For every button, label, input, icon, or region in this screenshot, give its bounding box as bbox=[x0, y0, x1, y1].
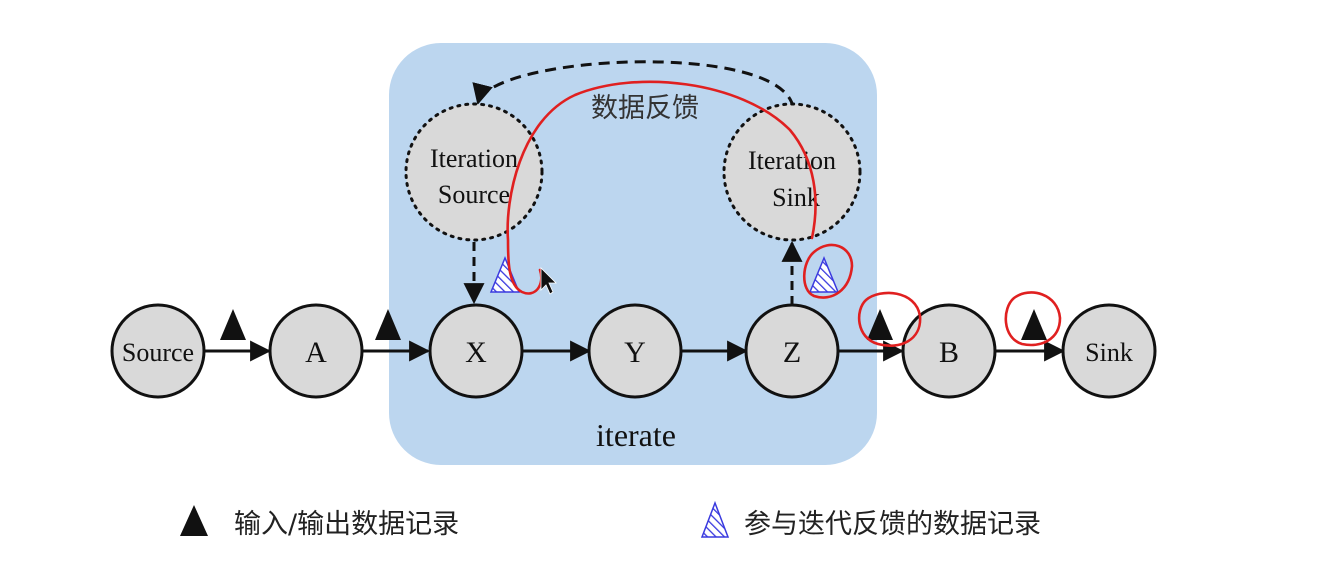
node-b bbox=[901, 303, 997, 399]
legend-feedback-record-label: 参与迭代反馈的数据记录 bbox=[744, 509, 1041, 540]
node-a bbox=[268, 303, 364, 399]
node-a-label: A bbox=[305, 336, 327, 369]
node-z-label: Z bbox=[783, 336, 801, 369]
hatched-triangle-icon bbox=[808, 256, 840, 293]
node-y-label: Y bbox=[624, 336, 646, 369]
feedback-label: 数据反馈 bbox=[591, 93, 699, 124]
cursor-icon bbox=[540, 267, 557, 295]
node-x-label: X bbox=[465, 336, 487, 369]
node-source-label: Source bbox=[122, 338, 194, 367]
record-triangle-icon bbox=[375, 309, 401, 340]
node-source bbox=[110, 303, 206, 399]
red-circle-annotation bbox=[857, 291, 922, 347]
iteration-sink-label-2: Sink bbox=[772, 183, 820, 212]
node-z bbox=[744, 303, 840, 399]
record-triangle-icon bbox=[867, 309, 893, 340]
feedback-arc bbox=[472, 60, 795, 108]
iteration-sink-node bbox=[722, 102, 862, 242]
iteration-source-label-2: Source bbox=[438, 180, 510, 209]
legend-record-triangle-icon bbox=[180, 505, 208, 536]
node-sink bbox=[1061, 303, 1157, 399]
iteration-source-label-1: Iteration bbox=[430, 144, 518, 173]
node-sink-label: Sink bbox=[1085, 338, 1133, 367]
node-b-label: B bbox=[939, 336, 959, 369]
legend-hatched-triangle-icon bbox=[700, 500, 730, 538]
hatched-triangle-icon bbox=[489, 256, 521, 293]
red-circle-annotation bbox=[1004, 291, 1062, 347]
record-triangle-icon bbox=[220, 309, 246, 340]
red-feedback-annotation bbox=[506, 80, 817, 295]
node-x bbox=[428, 303, 524, 399]
record-triangle-icon bbox=[1021, 309, 1047, 340]
node-y bbox=[587, 303, 683, 399]
legend-io-record-label: 输入/输出数据记录 bbox=[234, 509, 459, 540]
red-circle-annotation bbox=[802, 243, 854, 299]
iterate-region-label: iterate bbox=[596, 417, 676, 453]
iteration-sink-label-1: Iteration bbox=[748, 146, 836, 175]
